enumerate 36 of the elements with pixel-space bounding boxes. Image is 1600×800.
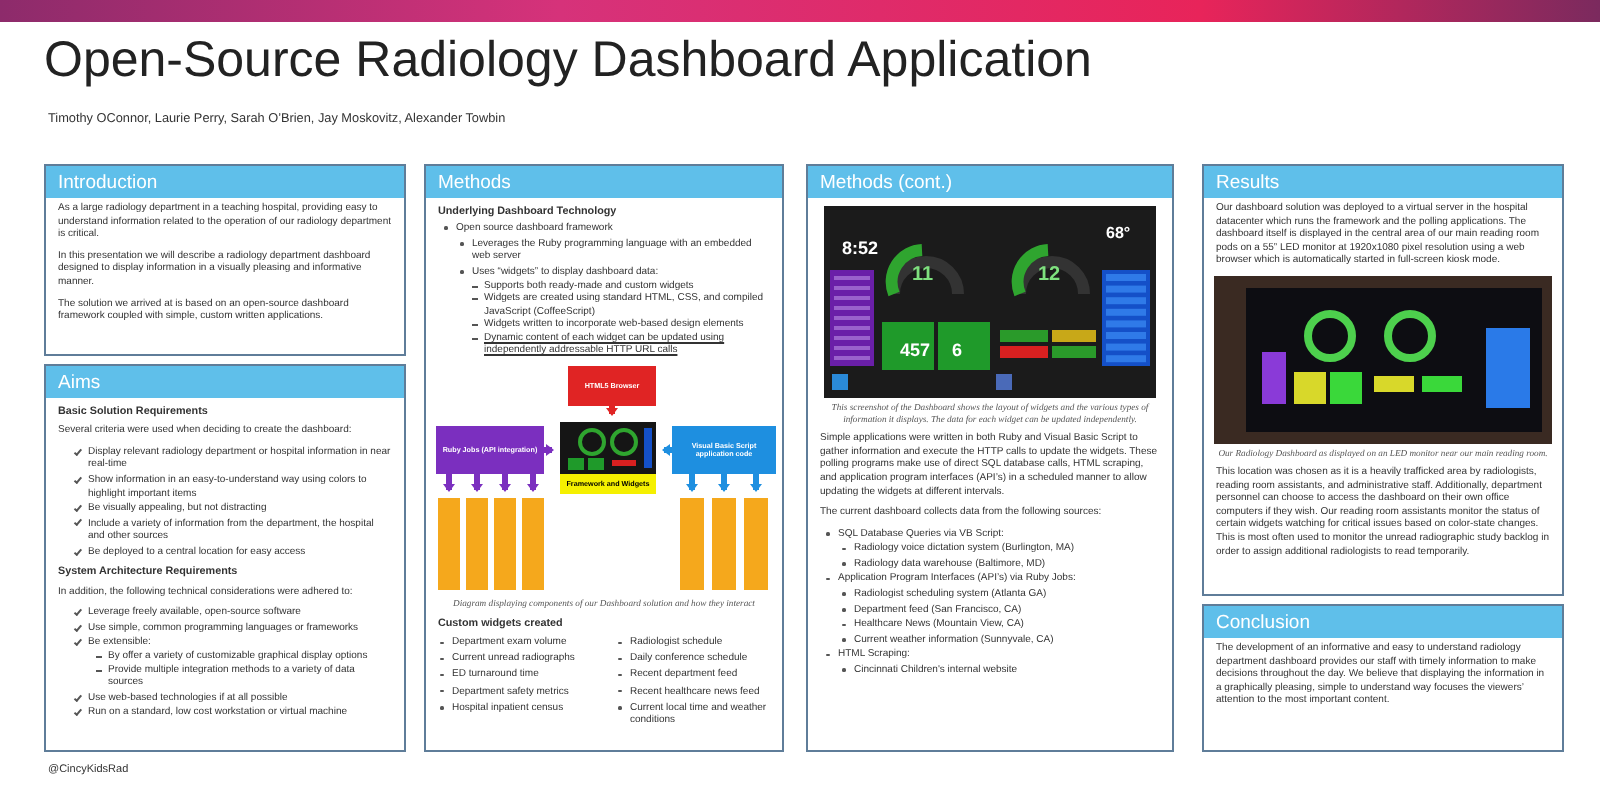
arrow	[662, 444, 672, 457]
section-heading: Methods (cont.)	[808, 166, 1172, 198]
section-heading: Aims	[46, 366, 404, 398]
data-source-bar	[744, 498, 768, 591]
arrow	[750, 474, 762, 493]
widget-value: 6	[952, 342, 963, 360]
poster-panel	[1202, 604, 1564, 752]
arrow	[686, 474, 698, 493]
widget-value: 68°	[1106, 226, 1131, 242]
section-heading: Conclusion	[1204, 606, 1562, 638]
data-source-bar	[522, 498, 544, 591]
section-heading: Methods	[426, 166, 782, 198]
poster-title: Open-Source Radiology Dashboard Application	[44, 32, 1092, 90]
widget-value: 11	[912, 266, 934, 286]
poster-panel	[1202, 164, 1564, 596]
data-source-bar	[680, 498, 704, 591]
poster-panel	[806, 164, 1174, 752]
arrow	[606, 406, 618, 417]
arrow	[544, 444, 554, 457]
widget-value: 12	[1038, 266, 1061, 286]
arrow	[471, 474, 483, 493]
data-source-bar	[494, 498, 516, 591]
data-source-bar	[712, 498, 736, 591]
widget-value: 8:52	[842, 240, 879, 258]
arrow	[443, 474, 455, 493]
arrow	[527, 474, 539, 493]
poster-panel	[44, 164, 406, 356]
arrow	[718, 474, 730, 493]
data-source-bar	[438, 498, 460, 591]
arrow	[499, 474, 511, 493]
poster-panel	[424, 164, 784, 752]
widget-value: 457	[900, 342, 931, 360]
poster-panel	[44, 364, 406, 752]
data-source-bar	[466, 498, 488, 591]
section-heading: Introduction	[46, 166, 404, 198]
section-heading: Results	[1204, 166, 1562, 198]
